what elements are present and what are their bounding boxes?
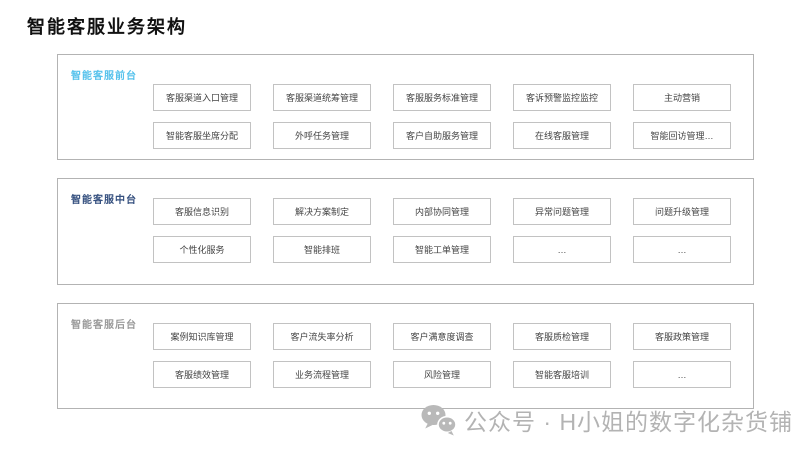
section-back-office: 智能客服后台 案例知识库管理 客户流失率分析 客户满意度调查 客服质检管理 客服… (57, 303, 754, 409)
section-front-office: 智能客服前台 客服渠道入口管理 客服渠道统筹管理 客服服务标准管理 客诉预警监控… (57, 54, 754, 160)
section-middle-platform: 智能客服中台 客服信息识别 解决方案制定 内部协同管理 异常问题管理 问题升级管… (57, 178, 754, 285)
diagram-box: 解决方案制定 (273, 198, 371, 225)
section-middle-platform-label: 智能客服中台 (71, 195, 137, 206)
diagram-box: 客服政策管理 (633, 323, 731, 350)
middle-platform-box-grid: 客服信息识别 解决方案制定 内部协同管理 异常问题管理 问题升级管理 个性化服务… (153, 198, 731, 263)
page-title: 智能客服业务架构 (27, 17, 187, 37)
diagram-box: 客服渠道入口管理 (153, 84, 251, 111)
diagram-box: … (513, 236, 611, 263)
diagram-box: 智能排班 (273, 236, 371, 263)
diagram-box: 个性化服务 (153, 236, 251, 263)
diagram-box: … (633, 361, 731, 388)
diagram-box: 异常问题管理 (513, 198, 611, 225)
diagram-box: 问题升级管理 (633, 198, 731, 225)
diagram-box: 客诉预警监控监控 (513, 84, 611, 111)
diagram-box: 客服质检管理 (513, 323, 611, 350)
front-office-box-grid: 客服渠道入口管理 客服渠道统筹管理 客服服务标准管理 客诉预警监控监控 主动营销… (153, 84, 731, 149)
diagram-box: 外呼任务管理 (273, 122, 371, 149)
diagram-box: 主动营销 (633, 84, 731, 111)
diagram-box: 风险管理 (393, 361, 491, 388)
diagram-box: 智能客服坐席分配 (153, 122, 251, 149)
watermark-text: 公众号 · H小姐的数字化杂货铺 (464, 409, 794, 435)
diagram-box: 案例知识库管理 (153, 323, 251, 350)
wechat-icon (421, 405, 457, 436)
section-front-office-label: 智能客服前台 (71, 71, 137, 82)
diagram-box: 客服信息识别 (153, 198, 251, 225)
diagram-box: 客服服务标准管理 (393, 84, 491, 111)
diagram-box: 在线客服管理 (513, 122, 611, 149)
watermark: 公众号 · H小姐的数字化杂货铺 (420, 400, 793, 440)
section-back-office-label: 智能客服后台 (71, 320, 137, 331)
back-office-box-grid: 案例知识库管理 客户流失率分析 客户满意度调查 客服质检管理 客服政策管理 客服… (153, 323, 731, 388)
diagram-box: 业务流程管理 (273, 361, 371, 388)
diagram-box: 客户自助服务管理 (393, 122, 491, 149)
diagram-box: 智能回访管理… (633, 122, 731, 149)
diagram-box: 智能客服培训 (513, 361, 611, 388)
diagram-box: … (633, 236, 731, 263)
diagram-box: 内部协同管理 (393, 198, 491, 225)
diagram-box: 客服绩效管理 (153, 361, 251, 388)
diagram-box: 智能工单管理 (393, 236, 491, 263)
diagram-box: 客服渠道统筹管理 (273, 84, 371, 111)
diagram-box: 客户流失率分析 (273, 323, 371, 350)
diagram-box: 客户满意度调查 (393, 323, 491, 350)
